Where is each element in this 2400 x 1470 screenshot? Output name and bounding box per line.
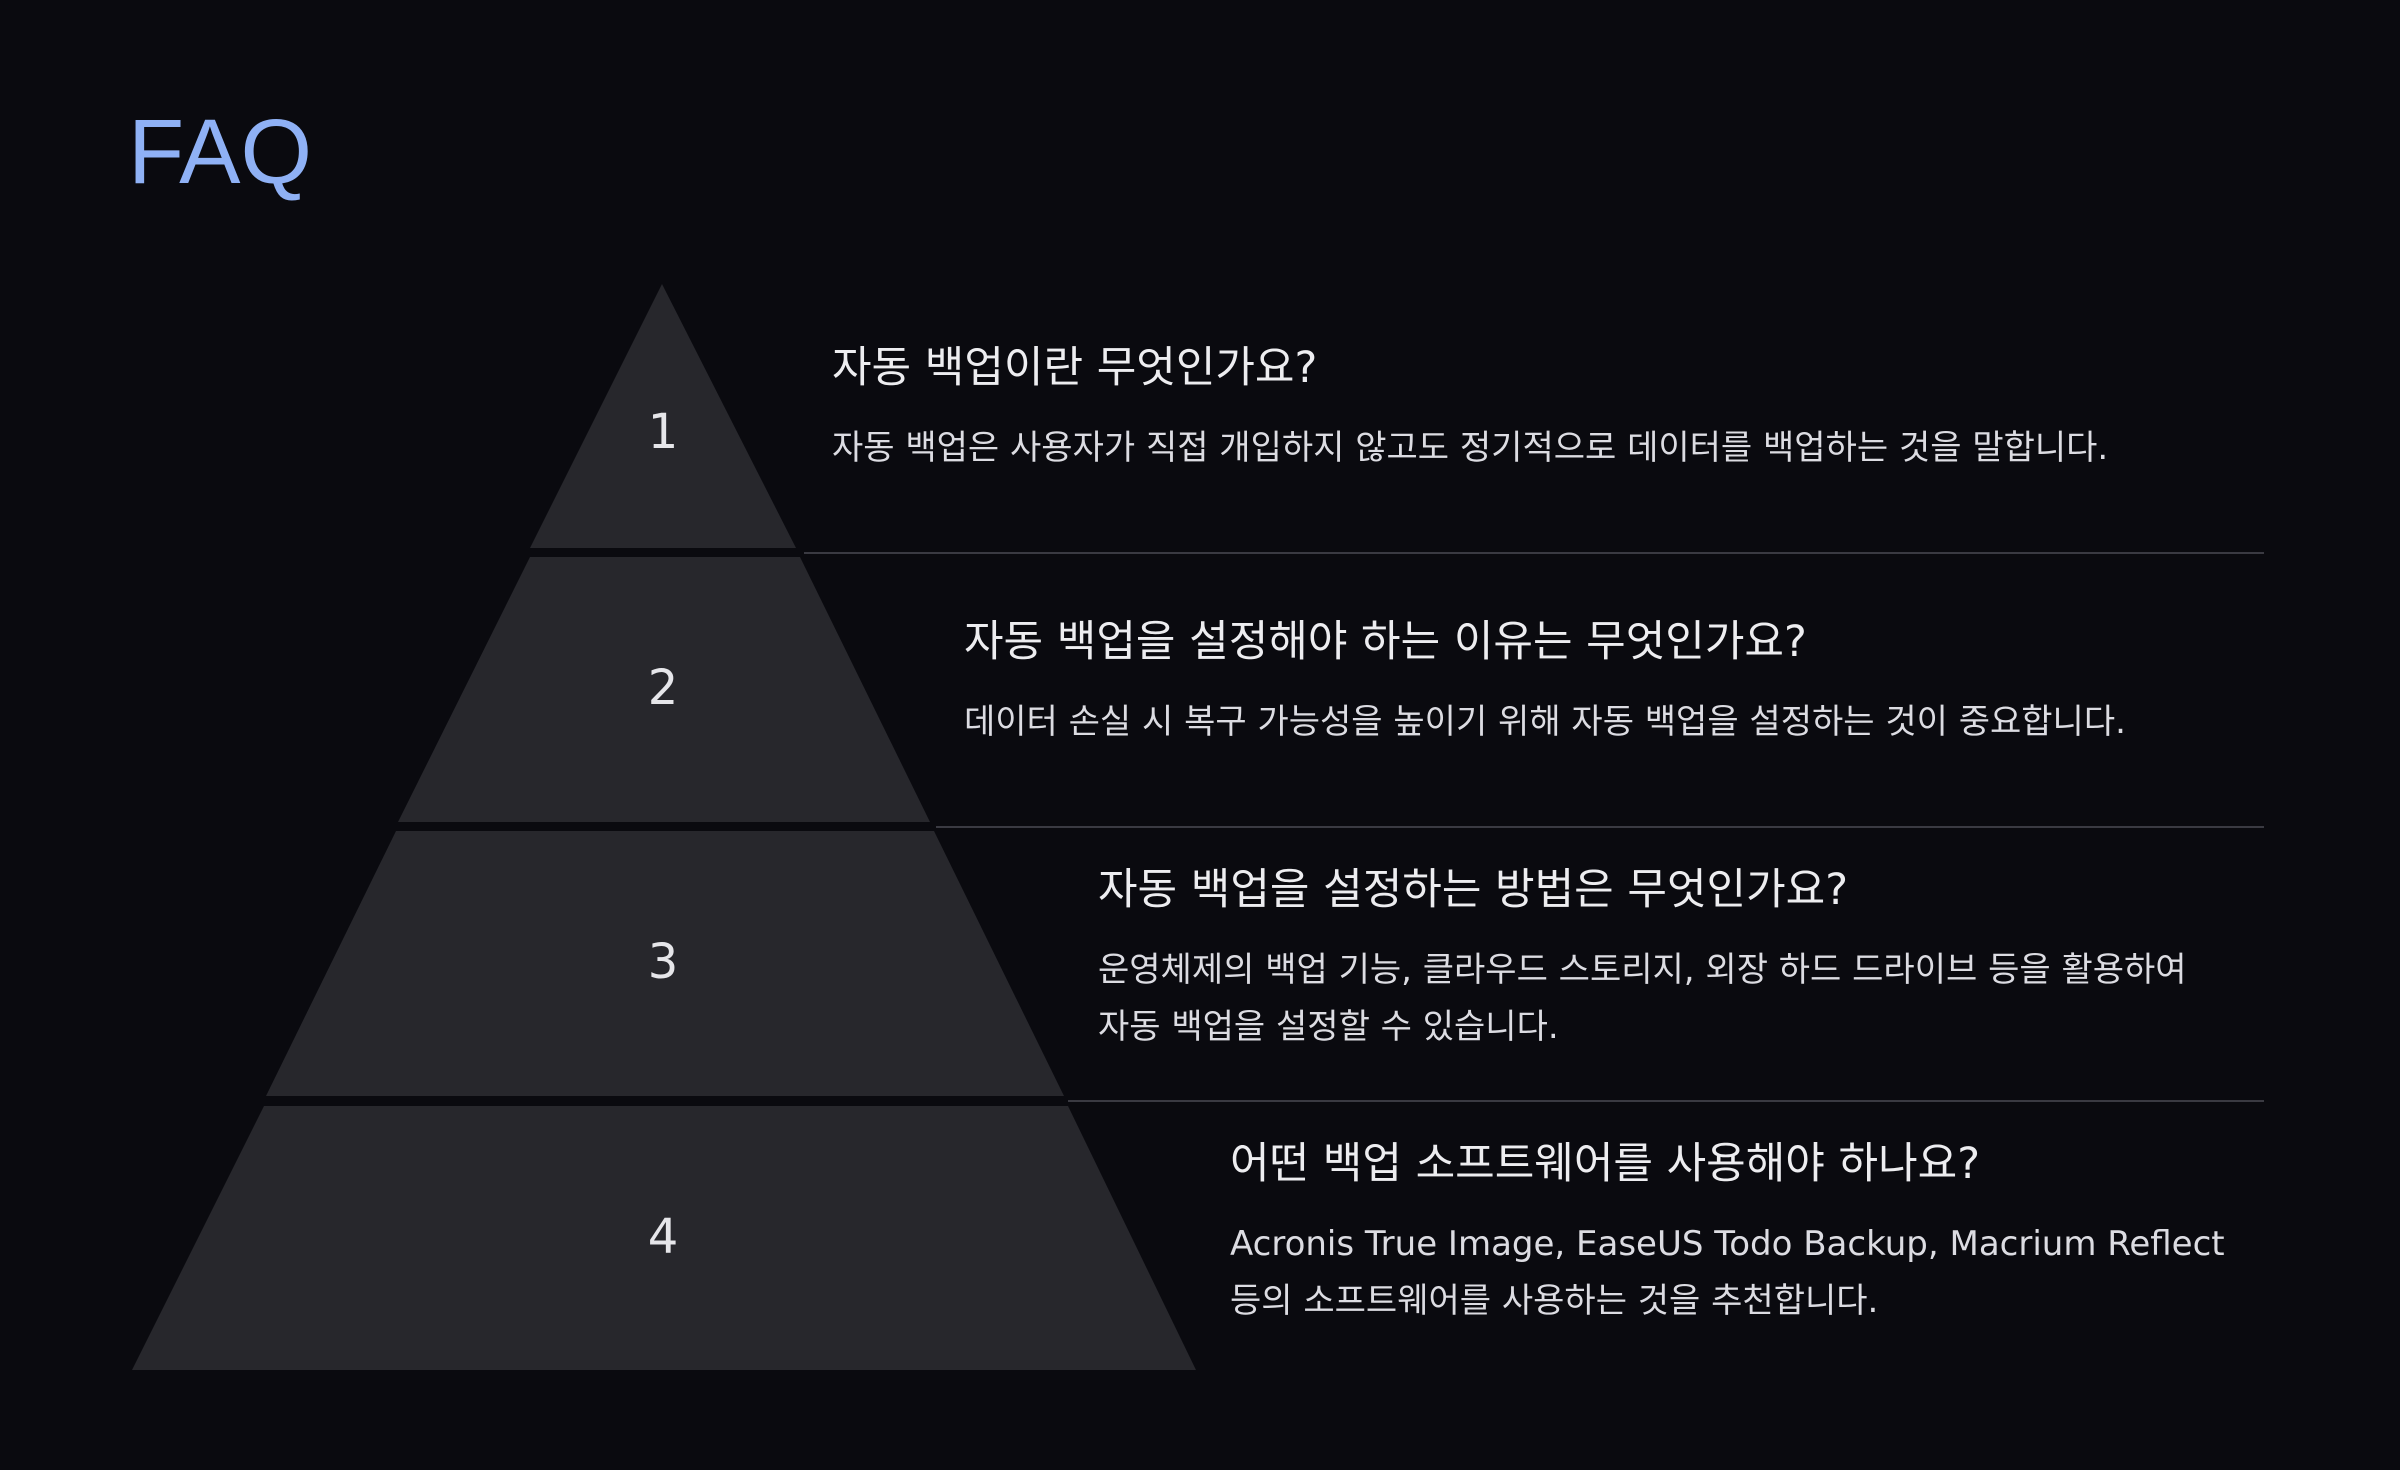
faq-answer: 자동 백업은 사용자가 직접 개입하지 않고도 정기적으로 데이터를 백업하는 … [832,420,2264,477]
faq-answer-line: Acronis True Image, EaseUS Todo Backup, … [1230,1224,2225,1264]
faq-question: 자동 백업이란 무엇인가요? [832,343,1318,393]
faq-item-4: 어떤 백업 소프트웨어를 사용해야 하나요? Acronis True Imag… [1202,1136,2264,1366]
faq-answer-line: 자동 백업은 사용자가 직접 개입하지 않고도 정기적으로 데이터를 백업하는 … [832,428,2109,468]
faq-question: 어떤 백업 소프트웨어를 사용해야 하나요? [1230,1139,1981,1189]
faq-item-3: 자동 백업을 설정하는 방법은 무엇인가요? 운영체제의 백업 기능, 클라우드… [1068,862,2264,1102]
faq-answer: 데이터 손실 시 복구 가능성을 높이기 위해 자동 백업을 설정하는 것이 중… [964,694,2264,751]
pyramid-tier-4 [132,1106,1196,1370]
faq-answer-line: 등의 소프트웨어를 사용하는 것을 추천합니다. [1230,1281,1879,1321]
faq-answer: Acronis True Image, EaseUS Todo Backup, … [1230,1216,2264,1330]
faq-answer: 운영체제의 백업 기능, 클라우드 스토리지, 외장 하드 드라이브 등을 활용… [1098,942,2264,1056]
faq-question: 자동 백업을 설정하는 방법은 무엇인가요? [1098,865,1849,915]
faq-answer-line: 데이터 손실 시 복구 가능성을 높이기 위해 자동 백업을 설정하는 것이 중… [964,702,2126,742]
faq-item-1: 자동 백업이란 무엇인가요? 자동 백업은 사용자가 직접 개입하지 않고도 정… [804,340,2264,554]
tier-number-2: 2 [648,660,679,716]
pyramid-tier-3 [266,831,1064,1096]
faq-answer-line: 자동 백업을 설정할 수 있습니다. [1098,1007,1559,1047]
faq-answer-line: 운영체제의 백업 기능, 클라우드 스토리지, 외장 하드 드라이브 등을 활용… [1098,950,2187,990]
pyramid-tier-1 [530,284,796,548]
tier-number-4: 4 [648,1209,679,1265]
page-title: FAQ [128,101,313,203]
pyramid-tier-2 [398,557,930,822]
tier-number-3: 3 [648,934,679,990]
tier-number-1: 1 [648,404,679,460]
faq-question: 자동 백업을 설정해야 하는 이유는 무엇인가요? [964,617,1807,667]
faq-item-2: 자동 백업을 설정해야 하는 이유는 무엇인가요? 데이터 손실 시 복구 가능… [936,614,2264,828]
